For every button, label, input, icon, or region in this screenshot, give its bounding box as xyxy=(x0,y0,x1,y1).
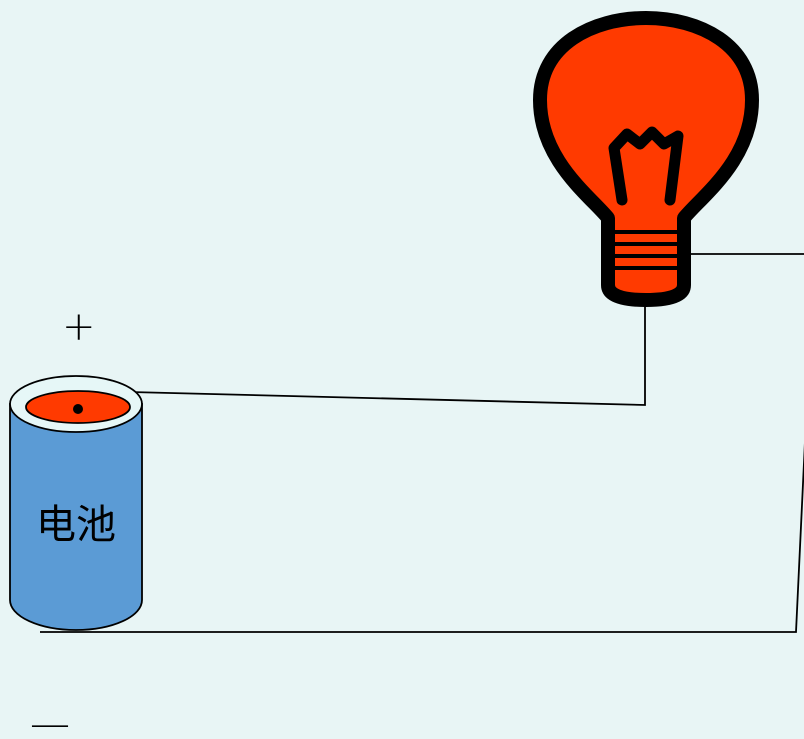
bulb-filament xyxy=(608,126,684,206)
wire-right-return xyxy=(40,443,804,633)
circuit-wires xyxy=(40,253,804,633)
light-bulb-icon xyxy=(533,11,759,307)
battery-terminal-dot xyxy=(73,404,83,414)
negative-terminal-sign: — xyxy=(30,701,70,739)
battery-label: 电池 xyxy=(36,502,116,548)
battery-body xyxy=(9,403,143,631)
wire-positive xyxy=(129,305,646,406)
bulb-base-threads xyxy=(612,230,680,270)
positive-terminal-sign: + xyxy=(62,304,96,350)
battery-icon: 电池 xyxy=(9,375,143,631)
bulb-glass xyxy=(533,11,759,307)
